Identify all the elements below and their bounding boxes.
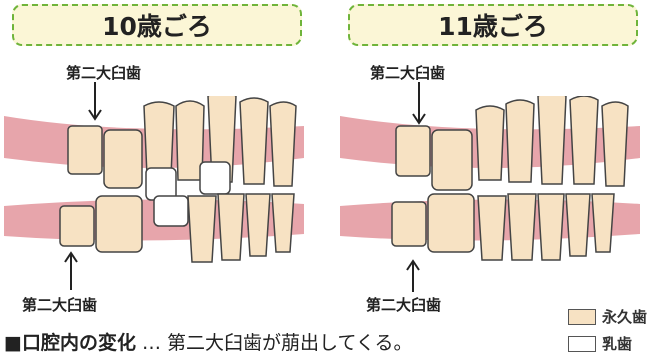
lower-baby-molar [153,195,189,227]
legend-item-baby: 乳歯 [568,333,647,354]
legend-label-baby: 乳歯 [602,335,633,353]
dentition-diagram [340,96,640,261]
lower-second-molar [391,201,427,247]
upper-incisor [239,97,269,185]
legend-swatch-permanent [568,308,596,325]
upper-premolar-2 [505,99,535,183]
panel-age-10: 10歳ごろ 第二大臼歯 [4,0,324,316]
upper-first-molar [431,129,473,191]
lower-incisor [565,193,591,257]
bottom-molar-arrow [406,259,420,292]
upper-first-molar [103,129,143,189]
bottom-molar-arrow [64,251,78,290]
upper-incisor [569,96,599,185]
top-molar-label: 第二大臼歯 [66,64,142,82]
bottom-molar-label: 第二大臼歯 [22,296,98,314]
caption: ■口腔内の変化 … 第二大臼歯が萠出してくる。 [4,328,413,355]
lower-first-molar [427,193,475,253]
age-badge: 11歳ごろ [348,4,638,46]
top-molar-arrow [412,82,426,125]
upper-canine [207,96,237,183]
legend-swatch-baby [568,335,596,352]
lower-canine [537,193,565,261]
legend-label-permanent: 永久歯 [602,308,648,326]
lower-premolar [187,195,217,263]
upper-canine [537,96,567,185]
lower-premolar-2 [507,193,537,261]
age-badge: 10歳ごろ [12,4,302,46]
upper-incisor-2 [269,101,297,187]
lower-premolar [477,195,507,261]
upper-baby-canine [199,161,231,195]
legend: 永久歯 乳歯 [568,306,647,360]
lower-incisor-2 [591,193,615,253]
upper-premolar [475,105,505,181]
top-molar-arrow [88,82,102,121]
lower-second-molar [59,205,95,247]
upper-second-molar [67,125,103,175]
top-molar-label: 第二大臼歯 [370,64,446,82]
upper-premolar [143,101,175,177]
upper-incisor-2 [601,101,629,187]
caption-lead: ■口腔内の変化 [4,332,136,354]
legend-item-permanent: 永久歯 [568,306,647,327]
upper-baby-molar [145,167,177,201]
lower-incisor [245,193,271,257]
bottom-molar-label: 第二大臼歯 [366,296,442,314]
lower-incisor-2 [271,193,295,253]
panel-age-11: 11歳ごろ 第二大臼歯 第二大臼歯 [340,0,660,316]
lower-canine [217,193,245,261]
lower-first-molar [95,195,143,253]
upper-second-molar [395,125,431,177]
caption-text: … 第二大臼歯が萠出してくる。 [142,332,413,354]
dentition-diagram [4,96,304,263]
